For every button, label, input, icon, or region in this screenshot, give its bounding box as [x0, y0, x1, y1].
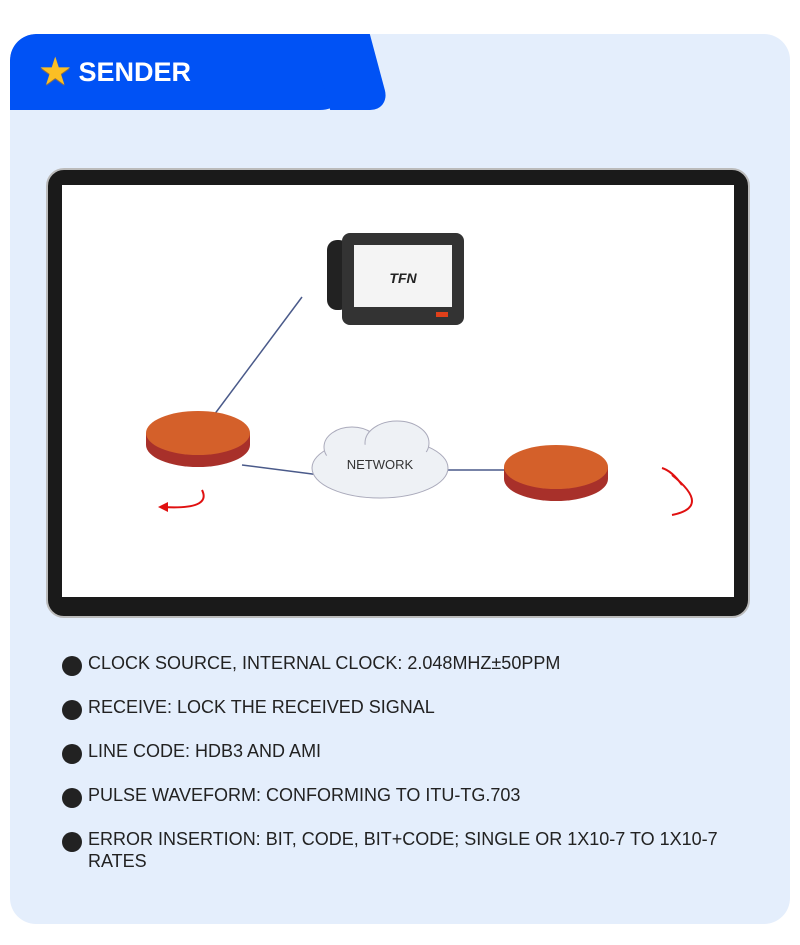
rotate-arrow-icon [161, 489, 205, 509]
tablet-frame: TFN NETWORK [46, 168, 750, 618]
link-line [213, 296, 303, 416]
network-diagram: TFN NETWORK [146, 233, 693, 516]
feature-item: ERROR INSERTION: BIT, CODE, BIT+CODE; SI… [62, 828, 762, 872]
title-text: SENDER [78, 56, 192, 87]
bullet-icon [62, 788, 82, 808]
feature-list: CLOCK SOURCE, INTERNAL CLOCK: 2.048MHZ±5… [62, 652, 762, 892]
test-device-icon: TFN [327, 233, 464, 325]
section-title: ★ SENDER [40, 52, 191, 92]
header-tab [10, 34, 350, 110]
diagram-screen: TFN NETWORK [62, 185, 734, 597]
link-line [241, 464, 321, 476]
bullet-icon [62, 832, 82, 852]
bullet-icon [62, 700, 82, 720]
node-left-icon [146, 411, 250, 467]
svg-text:TFN: TFN [389, 270, 417, 286]
rotate-arrow-icon [661, 467, 693, 516]
feature-item: CLOCK SOURCE, INTERNAL CLOCK: 2.048MHZ±5… [62, 652, 762, 676]
node-right-icon [504, 445, 608, 501]
network-cloud-icon: NETWORK [311, 420, 449, 499]
star-icon: ★ [40, 53, 71, 91]
feature-item: RECEIVE: LOCK THE RECEIVED SIGNAL [62, 696, 762, 720]
bullet-icon [62, 744, 82, 764]
svg-text:NETWORK: NETWORK [347, 457, 414, 472]
bullet-icon [62, 656, 82, 676]
feature-item: PULSE WAVEFORM: CONFORMING TO ITU-TG.703 [62, 784, 762, 808]
feature-item: LINE CODE: HDB3 AND AMI [62, 740, 762, 764]
sender-card: ★ SENDER TFN [10, 34, 790, 924]
